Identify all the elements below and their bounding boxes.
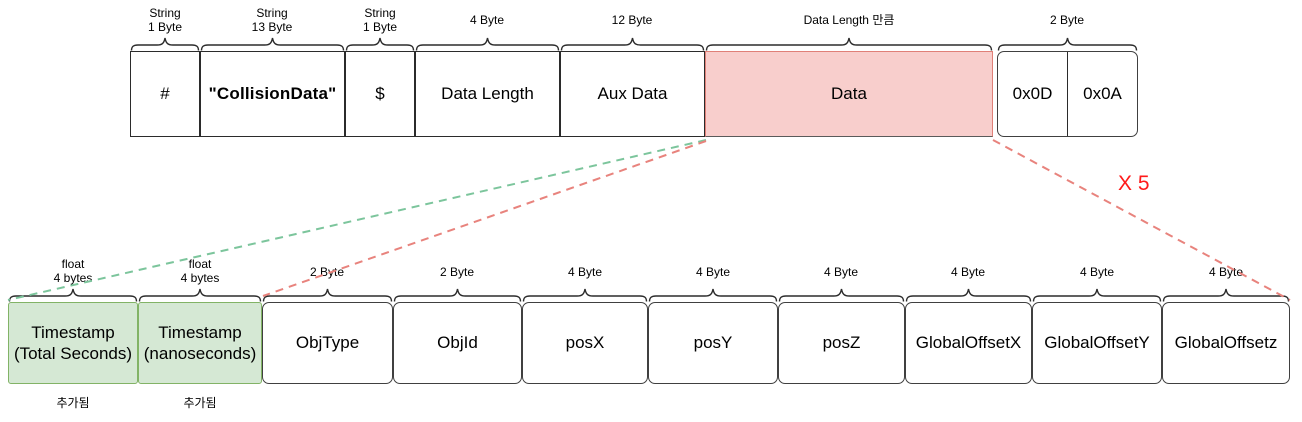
field-box-0x0d: 0x0D — [998, 52, 1068, 136]
field-box-globaloffsety: GlobalOffsetY — [1032, 302, 1162, 384]
field-box-hash: # — [130, 51, 200, 137]
field-label: GlobalOffsetY — [1044, 333, 1150, 353]
field-box-trailer: 0x0D 0x0A — [997, 51, 1138, 137]
size-label-globaloffsetz: 4 Byte — [1208, 265, 1244, 279]
byte-brace — [345, 37, 415, 51]
field-label: ObjId — [437, 333, 478, 353]
field-label: Timestamp (nanoseconds) — [143, 322, 257, 363]
field-box-globaloffsetz: GlobalOffsetz — [1162, 302, 1290, 384]
field-label: GlobalOffsetz — [1174, 333, 1278, 353]
byte-brace — [997, 37, 1138, 51]
byte-brace — [1032, 288, 1162, 302]
field-box-posy: posY — [648, 302, 778, 384]
size-label-globaloffsetx: 4 Byte — [950, 265, 986, 279]
byte-brace — [262, 288, 393, 302]
field-label: posX — [565, 333, 605, 353]
size-label-dollar: String 1 Byte — [362, 6, 398, 35]
field-label: "CollisionData" — [208, 84, 337, 104]
byte-brace — [778, 288, 905, 302]
field-box-collisiondata: "CollisionData" — [200, 51, 345, 137]
field-label: GlobalOffsetX — [915, 333, 1022, 353]
added-note: 추가됨 — [56, 396, 90, 410]
byte-brace — [393, 288, 522, 302]
size-label-aux-data: 12 Byte — [611, 13, 653, 27]
byte-brace — [522, 288, 648, 302]
field-box-objtype: ObjType — [262, 302, 393, 384]
field-label: posZ — [822, 333, 861, 353]
byte-brace — [560, 37, 705, 51]
added-note: 추가됨 — [183, 396, 217, 410]
size-label-data-length: 4 Byte — [469, 13, 505, 27]
field-label: $ — [375, 84, 385, 104]
byte-brace — [200, 37, 345, 51]
field-label: Data — [831, 84, 867, 104]
field-label: posY — [693, 333, 733, 353]
byte-brace — [415, 37, 560, 51]
repeat-count-label: X 5 — [1118, 172, 1150, 195]
field-label: Aux Data — [597, 84, 668, 104]
field-label: 0x0D — [1012, 84, 1053, 104]
field-box-timestamp-seconds: Timestamp (Total Seconds) — [8, 302, 138, 384]
byte-brace — [1162, 288, 1290, 302]
size-label-trailer: 2 Byte — [1049, 13, 1085, 27]
field-label: Data Length — [441, 84, 534, 104]
field-label: # — [160, 84, 170, 104]
field-box-0x0a: 0x0A — [1068, 52, 1137, 136]
field-box-data: Data — [705, 51, 993, 137]
field-label: 0x0A — [1083, 84, 1122, 104]
byte-brace — [648, 288, 778, 302]
field-label: ObjType — [295, 333, 360, 353]
byte-brace — [8, 288, 138, 302]
field-box-data-length: Data Length — [415, 51, 560, 137]
size-label-hash: String 1 Byte — [147, 6, 183, 35]
size-label-posz: 4 Byte — [823, 265, 859, 279]
byte-brace — [705, 37, 993, 51]
field-box-posz: posZ — [778, 302, 905, 384]
byte-brace — [130, 37, 200, 51]
byte-brace — [138, 288, 262, 302]
field-box-timestamp-nanoseconds: Timestamp (nanoseconds) — [138, 302, 262, 384]
field-box-aux-data: Aux Data — [560, 51, 705, 137]
size-label-collisiondata: String 13 Byte — [251, 6, 293, 35]
size-label-data: Data Length 만큼 — [803, 13, 895, 27]
field-box-dollar: $ — [345, 51, 415, 137]
field-label: Timestamp (Total Seconds) — [13, 322, 133, 363]
field-box-globaloffsetx: GlobalOffsetX — [905, 302, 1032, 384]
field-box-objid: ObjId — [393, 302, 522, 384]
field-box-posx: posX — [522, 302, 648, 384]
byte-brace — [905, 288, 1032, 302]
